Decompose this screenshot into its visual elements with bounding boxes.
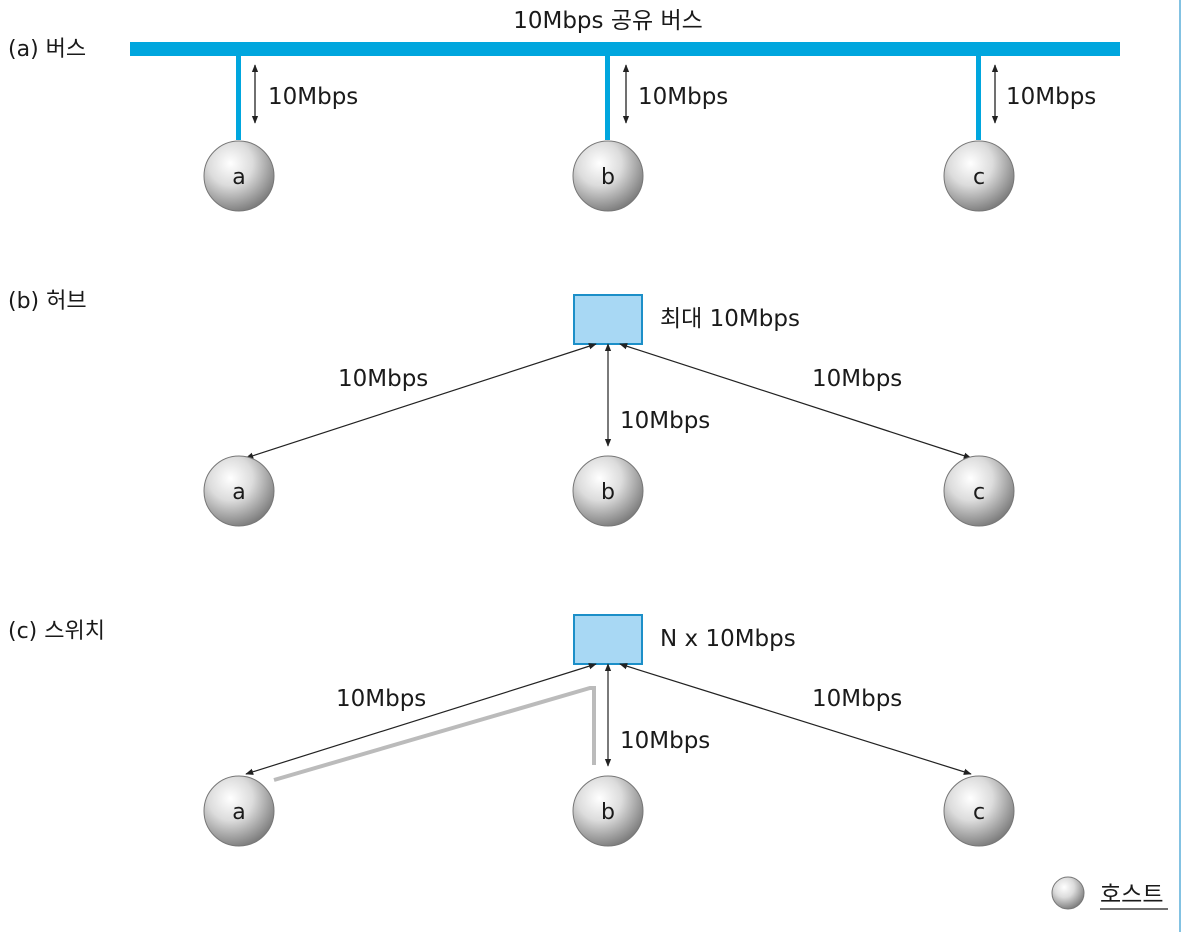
host-node-c: c [943,455,1015,527]
host-node-a: a [203,140,275,212]
bus-link-label-c: 10Mbps [1006,84,1096,110]
switch-link-label-b: 10Mbps [620,728,710,754]
hub-capacity-label: 최대 10Mbps [660,306,800,332]
hub-link-a [245,343,597,459]
hub-link-label-c: 10Mbps [812,366,902,392]
host-label: c [973,165,985,190]
shared-bus-line [130,42,1120,56]
host-node-b: b [572,455,644,527]
panel-switch-title: (c) 스위치 [8,619,105,644]
bus-drop-b [605,56,610,140]
shared-bus-label: 10Mbps 공유 버스 [513,8,703,34]
host-node-c: c [943,140,1015,212]
host-node-c: c [943,775,1015,847]
switch-capacity-label: N x 10Mbps [660,626,796,652]
bus-drop-c [976,56,981,140]
host-label: b [601,800,615,825]
host-node-b: b [572,775,644,847]
panel-bus-title: (a) 버스 [8,37,86,62]
host-label: b [601,480,615,505]
bus-drop-a [236,56,241,140]
bus-link-label-a: 10Mbps [268,84,358,110]
bus-link-label-b: 10Mbps [638,84,728,110]
host-node-a: a [203,455,275,527]
legend-host-label: 호스트 [1100,882,1163,908]
switch-link-label-c: 10Mbps [812,686,902,712]
host-node-b: b [572,140,644,212]
switch-link-c [619,663,972,775]
panel-bus: (a) 버스 10Mbps 공유 버스 10Mbps 10Mbps 10Mbps… [8,8,1120,212]
host-node-a: a [203,775,275,847]
panel-hub-title: (b) 허브 [8,289,87,314]
hub-link-c [619,343,972,459]
hub-device [573,294,643,345]
host-label: a [232,480,245,505]
legend-host-icon [1051,876,1085,910]
host-label: a [232,800,245,825]
switch-path-highlight [273,686,596,782]
host-label: b [601,165,615,190]
host-label: c [973,800,985,825]
host-label: a [232,165,245,190]
switch-device [573,614,643,665]
switch-link-a [245,663,597,775]
hub-link-label-a: 10Mbps [338,366,428,392]
legend: 호스트 [1051,876,1168,910]
panel-switch: (c) 스위치 N x 10Mbps 10Mbps 10Mbps 10Mbps … [8,614,1015,847]
host-label: c [973,480,985,505]
panel-hub: (b) 허브 최대 10Mbps 10Mbps 10Mbps 10Mbps a … [8,289,1015,527]
switch-link-label-a: 10Mbps [336,686,426,712]
hub-link-label-b: 10Mbps [620,408,710,434]
